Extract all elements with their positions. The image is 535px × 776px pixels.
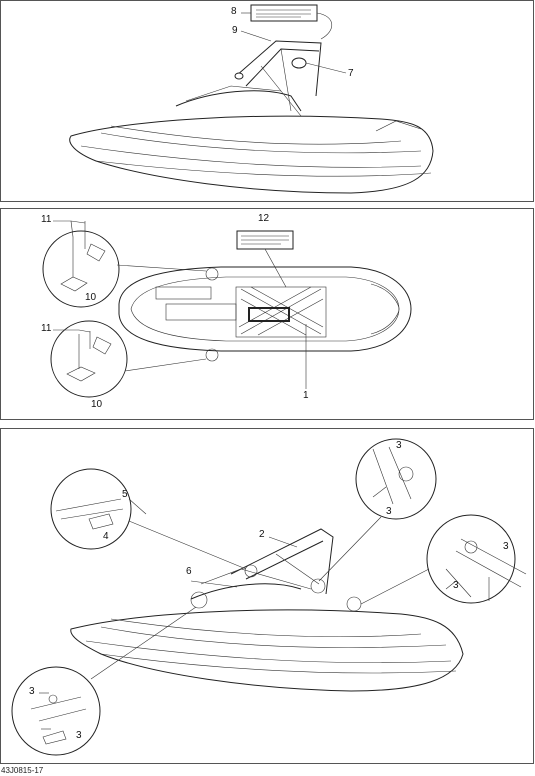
callout-5: 5 [122, 489, 128, 500]
middle-panel-boat-top-view: 11 10 11 10 12 1 [0, 208, 534, 420]
callout-11-upper: 11 [41, 214, 52, 225]
callout-7: 7 [348, 68, 354, 79]
callout-1: 1 [303, 390, 309, 401]
callout-3-e: 3 [29, 686, 35, 697]
callout-9: 9 [232, 25, 238, 36]
callout-12: 12 [258, 213, 270, 224]
callout-6: 6 [186, 566, 192, 577]
callout-8: 8 [231, 6, 237, 17]
callout-10-lower: 10 [91, 399, 103, 410]
bottom-panel-tower-installation: 5 4 2 6 3 3 3 3 3 3 [0, 428, 534, 764]
callout-11-lower: 11 [41, 323, 52, 334]
diagram-code: 43J0815-17 [1, 766, 44, 775]
callout-3-b: 3 [386, 506, 392, 517]
callout-4: 4 [103, 531, 109, 542]
tower-installation-illustration [11, 438, 527, 756]
top-panel-boat-side-view: 8 9 7 [0, 0, 534, 202]
callout-10-upper: 10 [85, 292, 97, 303]
callout-2: 2 [259, 529, 265, 540]
callout-3-f: 3 [76, 730, 82, 741]
boat-top-illustration [42, 220, 412, 398]
callout-3-c: 3 [503, 541, 509, 552]
boat-side-illustration-top [69, 4, 434, 194]
callout-3-a: 3 [396, 440, 402, 451]
callout-3-d: 3 [453, 580, 459, 591]
